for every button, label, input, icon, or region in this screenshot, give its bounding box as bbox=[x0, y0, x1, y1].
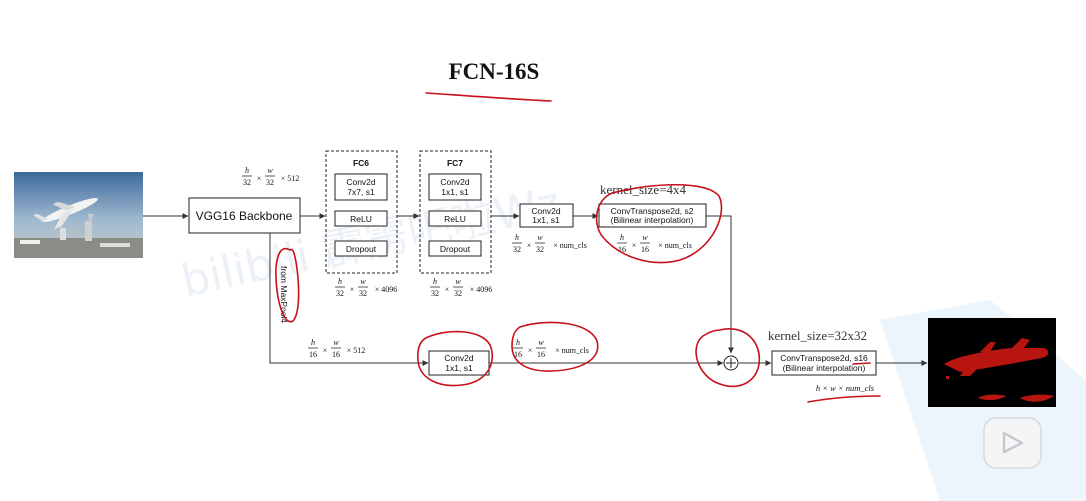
svg-text:16: 16 bbox=[641, 245, 649, 254]
fc7-title: FC7 bbox=[447, 158, 463, 168]
upsample-x16-line2: (Bilinear interpolation) bbox=[783, 363, 866, 373]
svg-text:w: w bbox=[267, 166, 273, 175]
upsample-x16-output-dims: h × w × num_cls bbox=[816, 383, 875, 393]
svg-text:× 512: × 512 bbox=[347, 346, 366, 355]
svg-text:h: h bbox=[620, 233, 624, 242]
svg-text:×: × bbox=[527, 241, 532, 250]
upsample-x16-line1: ConvTranspose2d, s16 bbox=[780, 353, 868, 363]
score16-line1: Conv2d bbox=[444, 353, 474, 363]
output-segmentation-mask bbox=[928, 318, 1056, 407]
svg-text:×: × bbox=[257, 174, 262, 183]
vgg16-backbone-label: VGG16 Backbone bbox=[196, 209, 293, 223]
svg-text:32: 32 bbox=[243, 178, 251, 187]
fc6-group: FC6 Conv2d 7x7, s1 ReLU Dropout bbox=[325, 150, 398, 274]
svg-text:32: 32 bbox=[513, 245, 521, 254]
upsample-x2-output-dims: h 16 × w 16 × num_cls bbox=[617, 233, 692, 254]
svg-text:32: 32 bbox=[336, 289, 344, 298]
svg-text:w: w bbox=[455, 277, 461, 286]
fc7-group: FC7 Conv2d 1x1, s1 ReLU Dropout bbox=[419, 150, 492, 274]
fc7-dropout: Dropout bbox=[440, 244, 471, 254]
svg-text:w: w bbox=[538, 338, 544, 347]
svg-text:h: h bbox=[311, 338, 315, 347]
upsample-x2-annotation bbox=[595, 184, 723, 264]
svg-text:h: h bbox=[338, 277, 342, 286]
svg-text:× 512: × 512 bbox=[281, 174, 300, 183]
score16-annotation bbox=[417, 330, 494, 387]
svg-text:h: h bbox=[245, 166, 249, 175]
svg-text:16: 16 bbox=[537, 350, 545, 359]
output-dims-underline-annotation bbox=[807, 395, 881, 403]
svg-text:h: h bbox=[433, 277, 437, 286]
upsample-x2-block: ConvTranspose2d, s2 (Bilinear interpolat… bbox=[598, 203, 707, 228]
score16-dims-annotation bbox=[511, 321, 599, 372]
score32-conv-block: Conv2d 1x1, s1 bbox=[519, 203, 574, 228]
svg-text:32: 32 bbox=[454, 289, 462, 298]
svg-text:×: × bbox=[445, 285, 450, 294]
score16-output-dims: h 16 × w 16 × num_cls bbox=[513, 338, 589, 359]
svg-text:16: 16 bbox=[618, 245, 626, 254]
score32-output-dims: h 32 × w 32 × num_cls bbox=[512, 233, 587, 254]
score16-line2: 1x1, s1 bbox=[445, 363, 473, 373]
svg-text:×: × bbox=[528, 346, 533, 355]
score32-line2: 1x1, s1 bbox=[532, 215, 560, 225]
svg-text:w: w bbox=[537, 233, 543, 242]
upsample-x2-line2: (Bilinear interpolation) bbox=[611, 215, 694, 225]
svg-text:× 4096: × 4096 bbox=[470, 285, 493, 294]
svg-text:× num_cls: × num_cls bbox=[553, 241, 587, 250]
fc7-conv-line1: Conv2d bbox=[440, 177, 470, 187]
svg-text:32: 32 bbox=[431, 289, 439, 298]
svg-text:× 4096: × 4096 bbox=[375, 285, 398, 294]
svg-text:16: 16 bbox=[514, 350, 522, 359]
upsample-x2-line1: ConvTranspose2d, s2 bbox=[611, 206, 694, 216]
svg-text:32: 32 bbox=[536, 245, 544, 254]
add-node-annotation bbox=[695, 328, 761, 388]
fc6-output-dims: h 32 × w 32 × 4096 bbox=[335, 277, 397, 298]
svg-text:×: × bbox=[323, 346, 328, 355]
svg-text:w: w bbox=[360, 277, 366, 286]
fc6-relu: ReLU bbox=[350, 214, 372, 224]
play-button-icon[interactable] bbox=[983, 417, 1042, 469]
fc6-conv-line1: Conv2d bbox=[346, 177, 376, 187]
branch-label-annotation bbox=[275, 247, 300, 323]
svg-text:h: h bbox=[515, 233, 519, 242]
fc6-conv-line2: 7x7, s1 bbox=[347, 187, 375, 197]
score32-line1: Conv2d bbox=[531, 206, 561, 216]
svg-text:×: × bbox=[350, 285, 355, 294]
fc7-conv-line2: 1x1, s1 bbox=[441, 187, 469, 197]
fc7-relu: ReLU bbox=[444, 214, 466, 224]
pool4-output-dims: h 16 × w 16 × 512 bbox=[308, 338, 365, 359]
svg-text:× num_cls: × num_cls bbox=[555, 346, 589, 355]
branch-label: from MaxPool4 bbox=[279, 266, 289, 323]
stride16-underline-annotation bbox=[852, 362, 871, 365]
fc7-output-dims: h 32 × w 32 × 4096 bbox=[430, 277, 492, 298]
fc6-dropout: Dropout bbox=[346, 244, 377, 254]
diagram-title: FCN-16S bbox=[449, 59, 540, 84]
input-image bbox=[14, 172, 143, 258]
svg-text:h: h bbox=[516, 338, 520, 347]
svg-text:w: w bbox=[642, 233, 648, 242]
svg-text:16: 16 bbox=[332, 350, 340, 359]
score16-conv-block: Conv2d 1x1, s1 bbox=[428, 350, 490, 376]
svg-text:× num_cls: × num_cls bbox=[658, 241, 692, 250]
upsample-x16-kernel-note: kernel_size=32x32 bbox=[768, 328, 867, 343]
backbone-output-dims: h 32 × w 32 × 512 bbox=[242, 166, 299, 187]
fc6-title: FC6 bbox=[353, 158, 369, 168]
vgg16-backbone-block: VGG16 Backbone bbox=[188, 197, 301, 234]
svg-text:32: 32 bbox=[359, 289, 367, 298]
svg-text:32: 32 bbox=[266, 178, 274, 187]
svg-text:×: × bbox=[632, 241, 637, 250]
elementwise-add-node bbox=[723, 355, 739, 371]
svg-text:w: w bbox=[333, 338, 339, 347]
title-underline-annotation bbox=[425, 92, 552, 102]
svg-text:16: 16 bbox=[309, 350, 317, 359]
